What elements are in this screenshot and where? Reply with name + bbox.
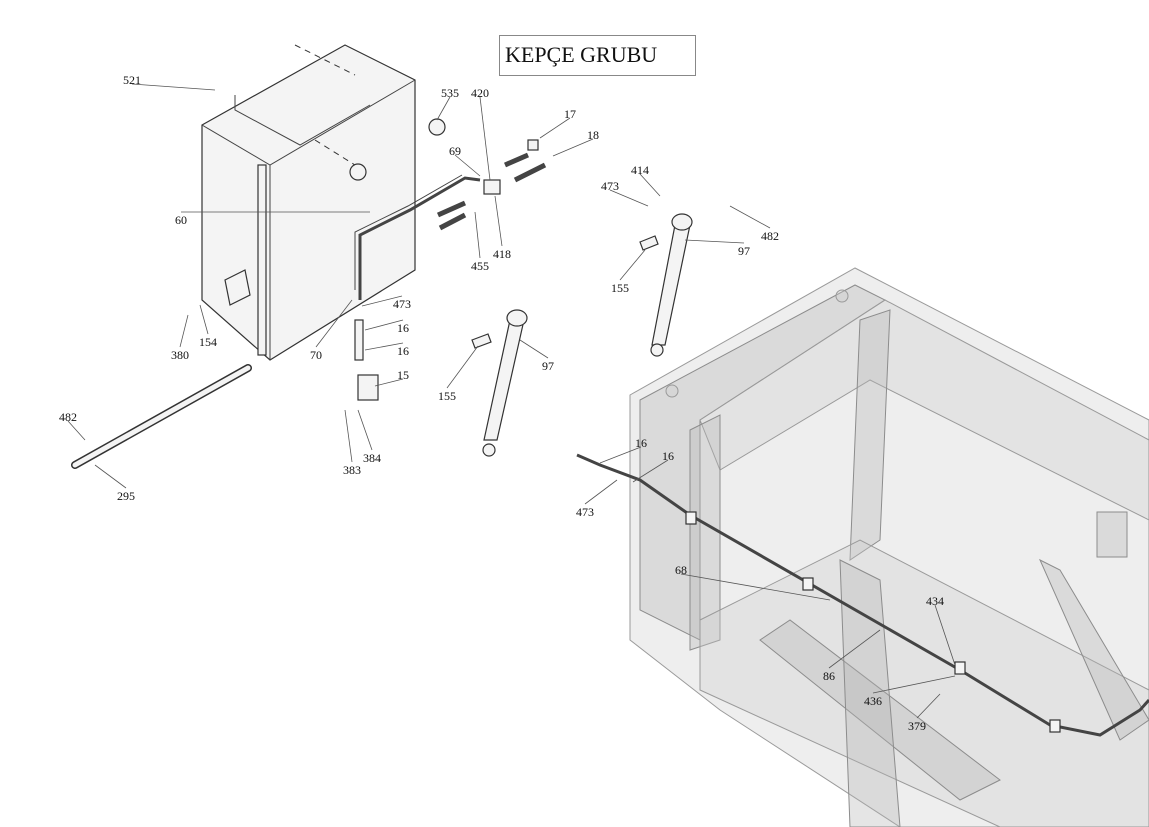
- leader-line: [632, 459, 669, 483]
- leader-line: [357, 409, 373, 451]
- callout-155: 155: [438, 389, 456, 403]
- leader-line: [916, 693, 941, 719]
- callout-434: 434: [926, 594, 944, 608]
- leader-line: [584, 479, 618, 505]
- callout-414: 414: [631, 163, 649, 177]
- leader-line: [539, 117, 571, 139]
- callout-473: 473: [576, 505, 594, 519]
- leader-line: [599, 446, 642, 464]
- callout-455: 455: [471, 259, 489, 273]
- leader-line: [131, 83, 216, 91]
- leader-line: [552, 138, 594, 157]
- diagram-title: KEPÇE GRUBU: [499, 35, 696, 76]
- callout-69: 69: [449, 144, 461, 158]
- callout-16: 16: [397, 344, 409, 358]
- callout-70: 70: [310, 348, 322, 362]
- leader-line: [179, 314, 189, 348]
- callout-17: 17: [564, 107, 576, 121]
- callout-482: 482: [59, 410, 77, 424]
- leader-line: [619, 249, 646, 281]
- callout-154: 154: [199, 335, 217, 349]
- callout-60: 60: [175, 213, 187, 227]
- leader-line: [364, 342, 404, 351]
- leader-line: [872, 675, 956, 694]
- leader-line: [639, 173, 661, 197]
- leader-line: [344, 409, 353, 463]
- callout-473: 473: [601, 179, 619, 193]
- leader-line: [519, 339, 549, 359]
- callout-97: 97: [542, 359, 554, 373]
- callout-384: 384: [363, 451, 381, 465]
- callout-436: 436: [864, 694, 882, 708]
- leader-line: [729, 205, 771, 229]
- cylinders: [471, 213, 693, 457]
- callout-418: 418: [493, 247, 511, 261]
- leader-line: [361, 295, 403, 307]
- leader-line: [934, 604, 956, 666]
- callout-383: 383: [343, 463, 361, 477]
- leader-line: [454, 154, 481, 177]
- callout-15: 15: [397, 368, 409, 382]
- callout-420: 420: [471, 86, 489, 100]
- callout-380: 380: [171, 348, 189, 362]
- callout-97: 97: [738, 244, 750, 258]
- callout-473: 473: [393, 297, 411, 311]
- callout-16: 16: [635, 436, 647, 450]
- leader-line: [828, 629, 881, 669]
- leader-line: [315, 299, 353, 348]
- callout-16: 16: [662, 449, 674, 463]
- leader-line: [364, 319, 404, 331]
- callout-295: 295: [117, 489, 135, 503]
- callout-18: 18: [587, 128, 599, 142]
- callout-521: 521: [123, 73, 141, 87]
- leader-line: [67, 420, 86, 441]
- leader-line: [94, 464, 127, 489]
- leader-line: [680, 573, 831, 601]
- callout-68: 68: [675, 563, 687, 577]
- callout-379: 379: [908, 719, 926, 733]
- leader-line: [479, 96, 491, 181]
- callout-86: 86: [823, 669, 835, 683]
- leader-line: [199, 304, 209, 335]
- callout-16: 16: [397, 321, 409, 335]
- callout-155: 155: [611, 281, 629, 295]
- leader-line: [494, 195, 503, 247]
- leader-line: [609, 189, 649, 207]
- hydraulic-lines: [354, 118, 1149, 737]
- callout-535: 535: [441, 86, 459, 100]
- leader-line: [474, 211, 481, 259]
- leader-line: [374, 378, 404, 387]
- callout-482: 482: [761, 229, 779, 243]
- frame-assembly: [629, 267, 1149, 827]
- callout-labels: 521 535 420 17 18 69 60 414 473 482 97 455 418 155 473…: [59, 73, 956, 733]
- leader-line: [436, 96, 451, 121]
- leader-line: [446, 345, 479, 389]
- leader-line: [684, 239, 745, 244]
- tank: [201, 44, 416, 361]
